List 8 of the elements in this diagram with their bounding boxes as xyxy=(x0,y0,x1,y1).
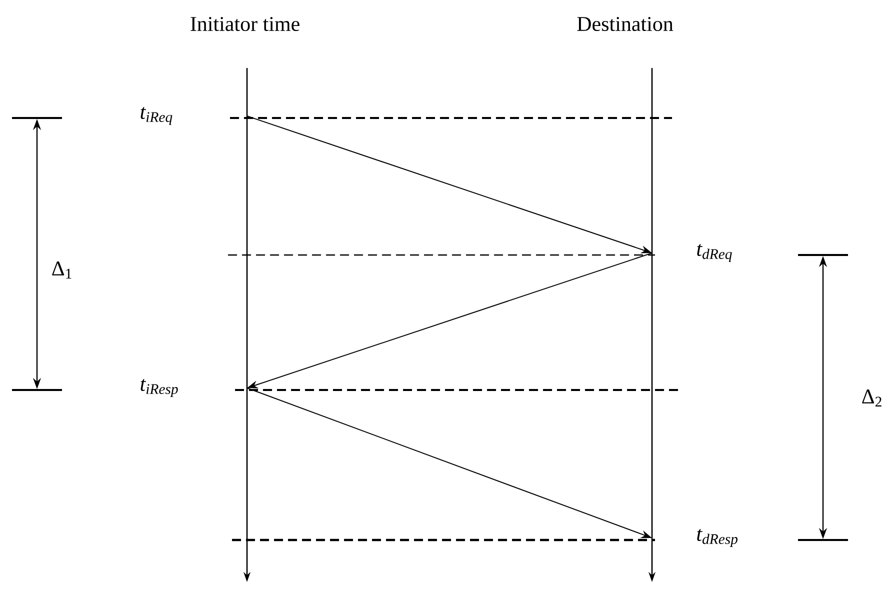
time-label: t$_{iResp}$ xyxy=(140,378,178,398)
column-heading: Destination xyxy=(577,16,674,32)
time-label: t$_{dResp}$ xyxy=(697,528,738,548)
column-heading: Initiator time xyxy=(190,16,300,32)
interval-label: Δ$_{2}$ xyxy=(862,390,882,406)
interval-label: Δ$_{1}$ xyxy=(52,262,72,278)
time-label: t$_{dReq}$ xyxy=(697,244,732,262)
time-label: t$_{iReq}$ xyxy=(140,106,172,126)
